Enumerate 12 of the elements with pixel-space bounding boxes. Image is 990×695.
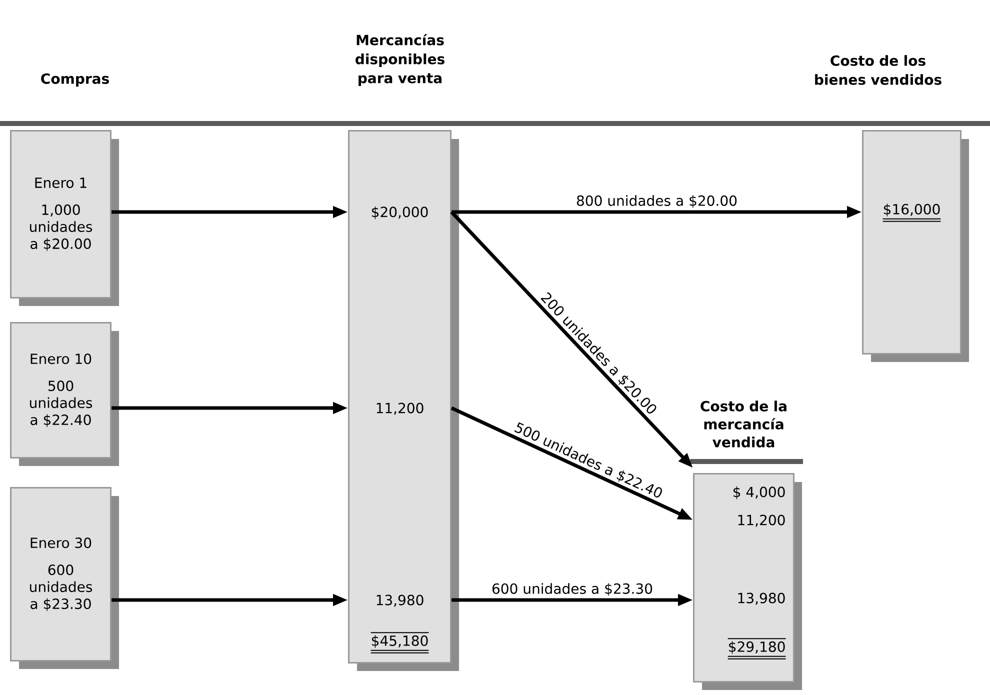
cost-box: $16,000 xyxy=(862,130,969,362)
purchase-box: Enero 1 1,000 unidades a $20.00 xyxy=(10,130,119,306)
edge-label: 800 unidades a $20.00 xyxy=(576,195,737,208)
column-heading: Compras xyxy=(41,73,109,87)
cost-box: $ 4,000 11,200 13,980 $29,180 Costo de la mercancía vendida xyxy=(693,400,802,690)
inventory-box: $20,000 11,200 13,980 $45,180 xyxy=(348,130,459,671)
edge-label: 600 unidades a $23.30 xyxy=(492,583,652,596)
purchase-box: Enero 30 600 unidades a $23.30 xyxy=(10,487,119,669)
purchase-box: Enero 10 500 unidades a $22.40 xyxy=(10,322,119,466)
column-heading: Mercancías disponibles para venta xyxy=(356,34,444,86)
node-label: Costo de la mercancía vendida xyxy=(700,400,786,448)
column-heading: Costo de los bienes vendidos xyxy=(815,55,942,85)
